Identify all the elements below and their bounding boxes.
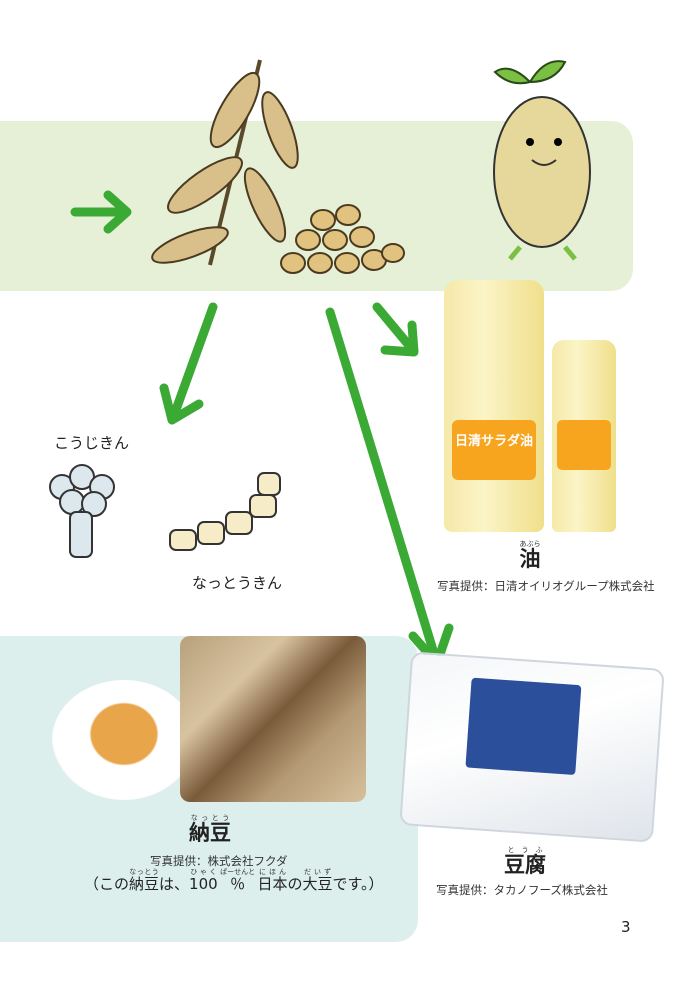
arrow-down-left-icon [159, 302, 218, 425]
bean-mascot-illustration [493, 60, 591, 261]
oil-title: 油あぶら [519, 540, 541, 571]
tofu-title: 豆腐とうふ [504, 846, 546, 877]
tofu-photo-credit: 写真提供：タカノフーズ株式会社 [436, 883, 608, 897]
oil-photo-credit: 写真提供：日清オイリオグループ株式会社 [437, 579, 655, 593]
koujikin-illustration [49, 464, 115, 558]
arrow-oil-icon [372, 302, 419, 357]
page-number: 3 [621, 918, 631, 936]
natto-photo-credit: 写真提供：株式会社フクダ [150, 854, 288, 868]
tofu-package-photo [399, 651, 665, 843]
nattoukin-label: なっとうきん [192, 574, 283, 592]
natto-straw-photo [180, 636, 366, 802]
koujikin-label: こうじきん [54, 434, 130, 452]
oil-bottle-label: 日清サラダ油 [452, 420, 536, 480]
natto-bowl-photo [52, 680, 196, 800]
soybean-plant-illustration [151, 59, 299, 266]
nattoukin-illustration [169, 472, 281, 551]
arrow-tofu-icon [325, 307, 454, 668]
oil-bottle-small-photo [552, 340, 616, 532]
oil-bottle-large-photo: 日清サラダ油 [444, 280, 544, 532]
natto-note: （この納豆なっとうは、100ひゃく ％ぱーせんと 日本にほんの大豆だいずです。） [84, 868, 384, 893]
arrow-right-icon [70, 190, 132, 234]
soybeans-pile-illustration [280, 204, 405, 274]
natto-title: 納豆なっとう [189, 814, 231, 845]
